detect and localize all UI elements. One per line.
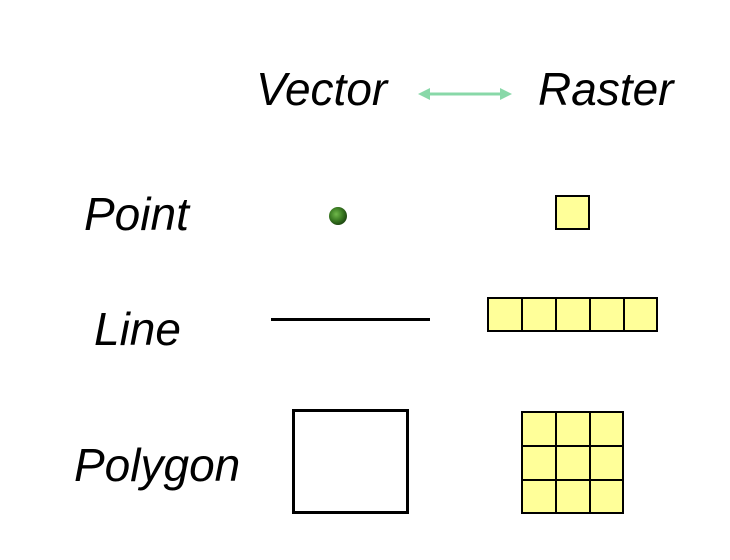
raster-cell [521,445,557,481]
vector-header: Vector [256,63,388,115]
vector-polygon [292,409,409,514]
raster-cell [555,195,590,230]
raster-cell [555,479,591,514]
raster-cell [487,297,523,332]
line-label: Line [94,303,181,355]
raster-cell [589,479,624,514]
raster-cell [623,297,658,332]
raster-cell [555,445,591,481]
raster-cell [589,411,624,447]
raster-header: Raster [538,63,674,115]
raster-cell [521,297,557,332]
raster-cell [521,479,557,514]
raster-cell [555,297,591,332]
vector-line [271,318,430,321]
point-label: Point [84,188,189,240]
raster-cell [555,411,591,447]
raster-cell [589,445,624,481]
polygon-label: Polygon [74,439,241,491]
raster-cell [521,411,557,447]
raster-cell [589,297,625,332]
